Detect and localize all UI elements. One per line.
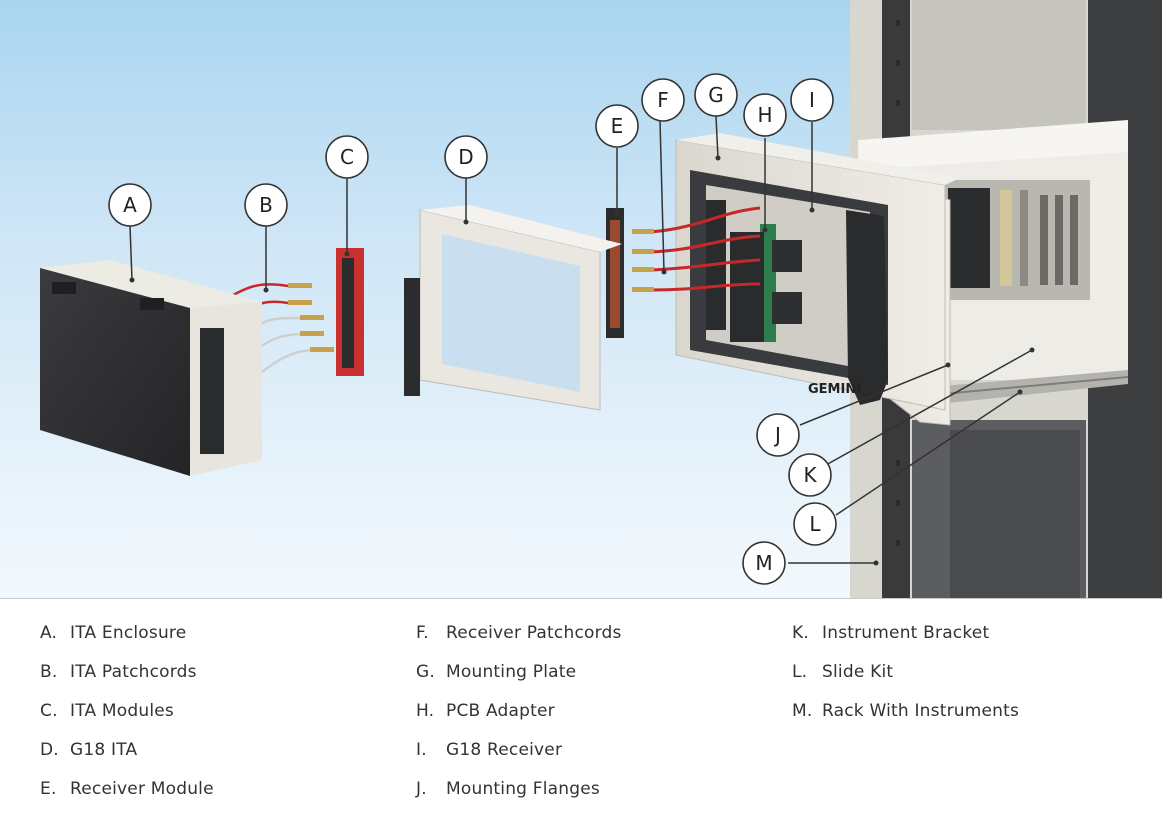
callout-circle xyxy=(444,135,488,179)
callout-g: G xyxy=(694,73,738,117)
leader-dots xyxy=(129,155,1035,566)
callout-i: I xyxy=(790,78,834,122)
callout-c: C xyxy=(325,135,369,179)
legend-item-b: B.ITA Patchcords xyxy=(40,662,197,682)
legend-item-d: D.G18 ITA xyxy=(40,740,138,760)
callout-circle xyxy=(641,78,685,122)
legend-item-h: H.PCB Adapter xyxy=(416,701,555,721)
callout-circle xyxy=(244,183,288,227)
callout-letter: J xyxy=(773,423,781,447)
legend-item-j: J.Mounting Flanges xyxy=(416,779,600,799)
callout-letter: C xyxy=(340,145,354,169)
receiver-module xyxy=(606,208,624,338)
callout-letter: L xyxy=(809,512,821,536)
callout-b: B xyxy=(244,183,288,227)
callout-letter: K xyxy=(803,463,817,487)
legend-divider xyxy=(0,598,1162,599)
callout-circle xyxy=(756,413,800,457)
callout-letter: I xyxy=(809,88,815,112)
callout-j: J xyxy=(756,413,800,457)
callout-circle xyxy=(788,453,832,497)
callout-circle xyxy=(793,502,837,546)
callout-circle xyxy=(108,183,152,227)
receiver-patchcords xyxy=(649,206,761,292)
receiver-patchcord-pins xyxy=(632,229,654,292)
callout-e: E xyxy=(595,104,639,148)
legend-item-c: C.ITA Modules xyxy=(40,701,174,721)
g18-ita xyxy=(404,205,622,411)
legend-item-e: E.Receiver Module xyxy=(40,779,214,799)
instrument-bracket xyxy=(858,120,1128,380)
legend-item-l: L.Slide Kit xyxy=(792,662,894,682)
leader-lines xyxy=(129,115,1033,564)
callout-circle xyxy=(694,73,738,117)
exploded-diagram: GEMINI xyxy=(0,0,1162,598)
callout-letter: B xyxy=(259,193,273,217)
legend-item-m: M.Rack With Instruments xyxy=(792,701,1020,721)
ita-patchcord-pins xyxy=(288,283,334,352)
callout-circle xyxy=(325,135,369,179)
ita-enclosure xyxy=(40,260,262,476)
callout-letter: H xyxy=(757,103,772,127)
callout-letter: D xyxy=(458,145,473,169)
ita-modules xyxy=(336,248,364,376)
legend-item-f: F.Receiver Patchcords xyxy=(416,623,622,643)
callout-letter: G xyxy=(708,83,724,107)
callout-group: A B C D E F G H I JK L M xyxy=(108,73,837,585)
legend-item-k: K.Instrument Bracket xyxy=(792,623,990,643)
legend-item-a: A.ITA Enclosure xyxy=(40,623,187,643)
callout-letter: A xyxy=(123,193,137,217)
callout-letter: E xyxy=(611,114,624,138)
callout-circle xyxy=(742,541,786,585)
brand-logo: GEMINI xyxy=(808,382,861,397)
callout-l: L xyxy=(793,502,837,546)
callout-a: A xyxy=(108,183,152,227)
pcb-adapter xyxy=(730,224,802,342)
legend-item-i: I.G18 Receiver xyxy=(416,740,563,760)
diagram-artwork: GEMINI xyxy=(40,0,1162,598)
callout-m: M xyxy=(742,541,786,585)
callout-letter: F xyxy=(657,88,669,112)
callout-circle xyxy=(790,78,834,122)
callout-circle xyxy=(743,93,787,137)
callout-h: H xyxy=(743,93,787,137)
callout-f: F xyxy=(641,78,685,122)
callout-k: K xyxy=(788,453,832,497)
callout-d: D xyxy=(444,135,488,179)
callout-letter: M xyxy=(755,551,772,575)
legend-item-g: G.Mounting Plate xyxy=(416,662,577,682)
callout-circle xyxy=(595,104,639,148)
